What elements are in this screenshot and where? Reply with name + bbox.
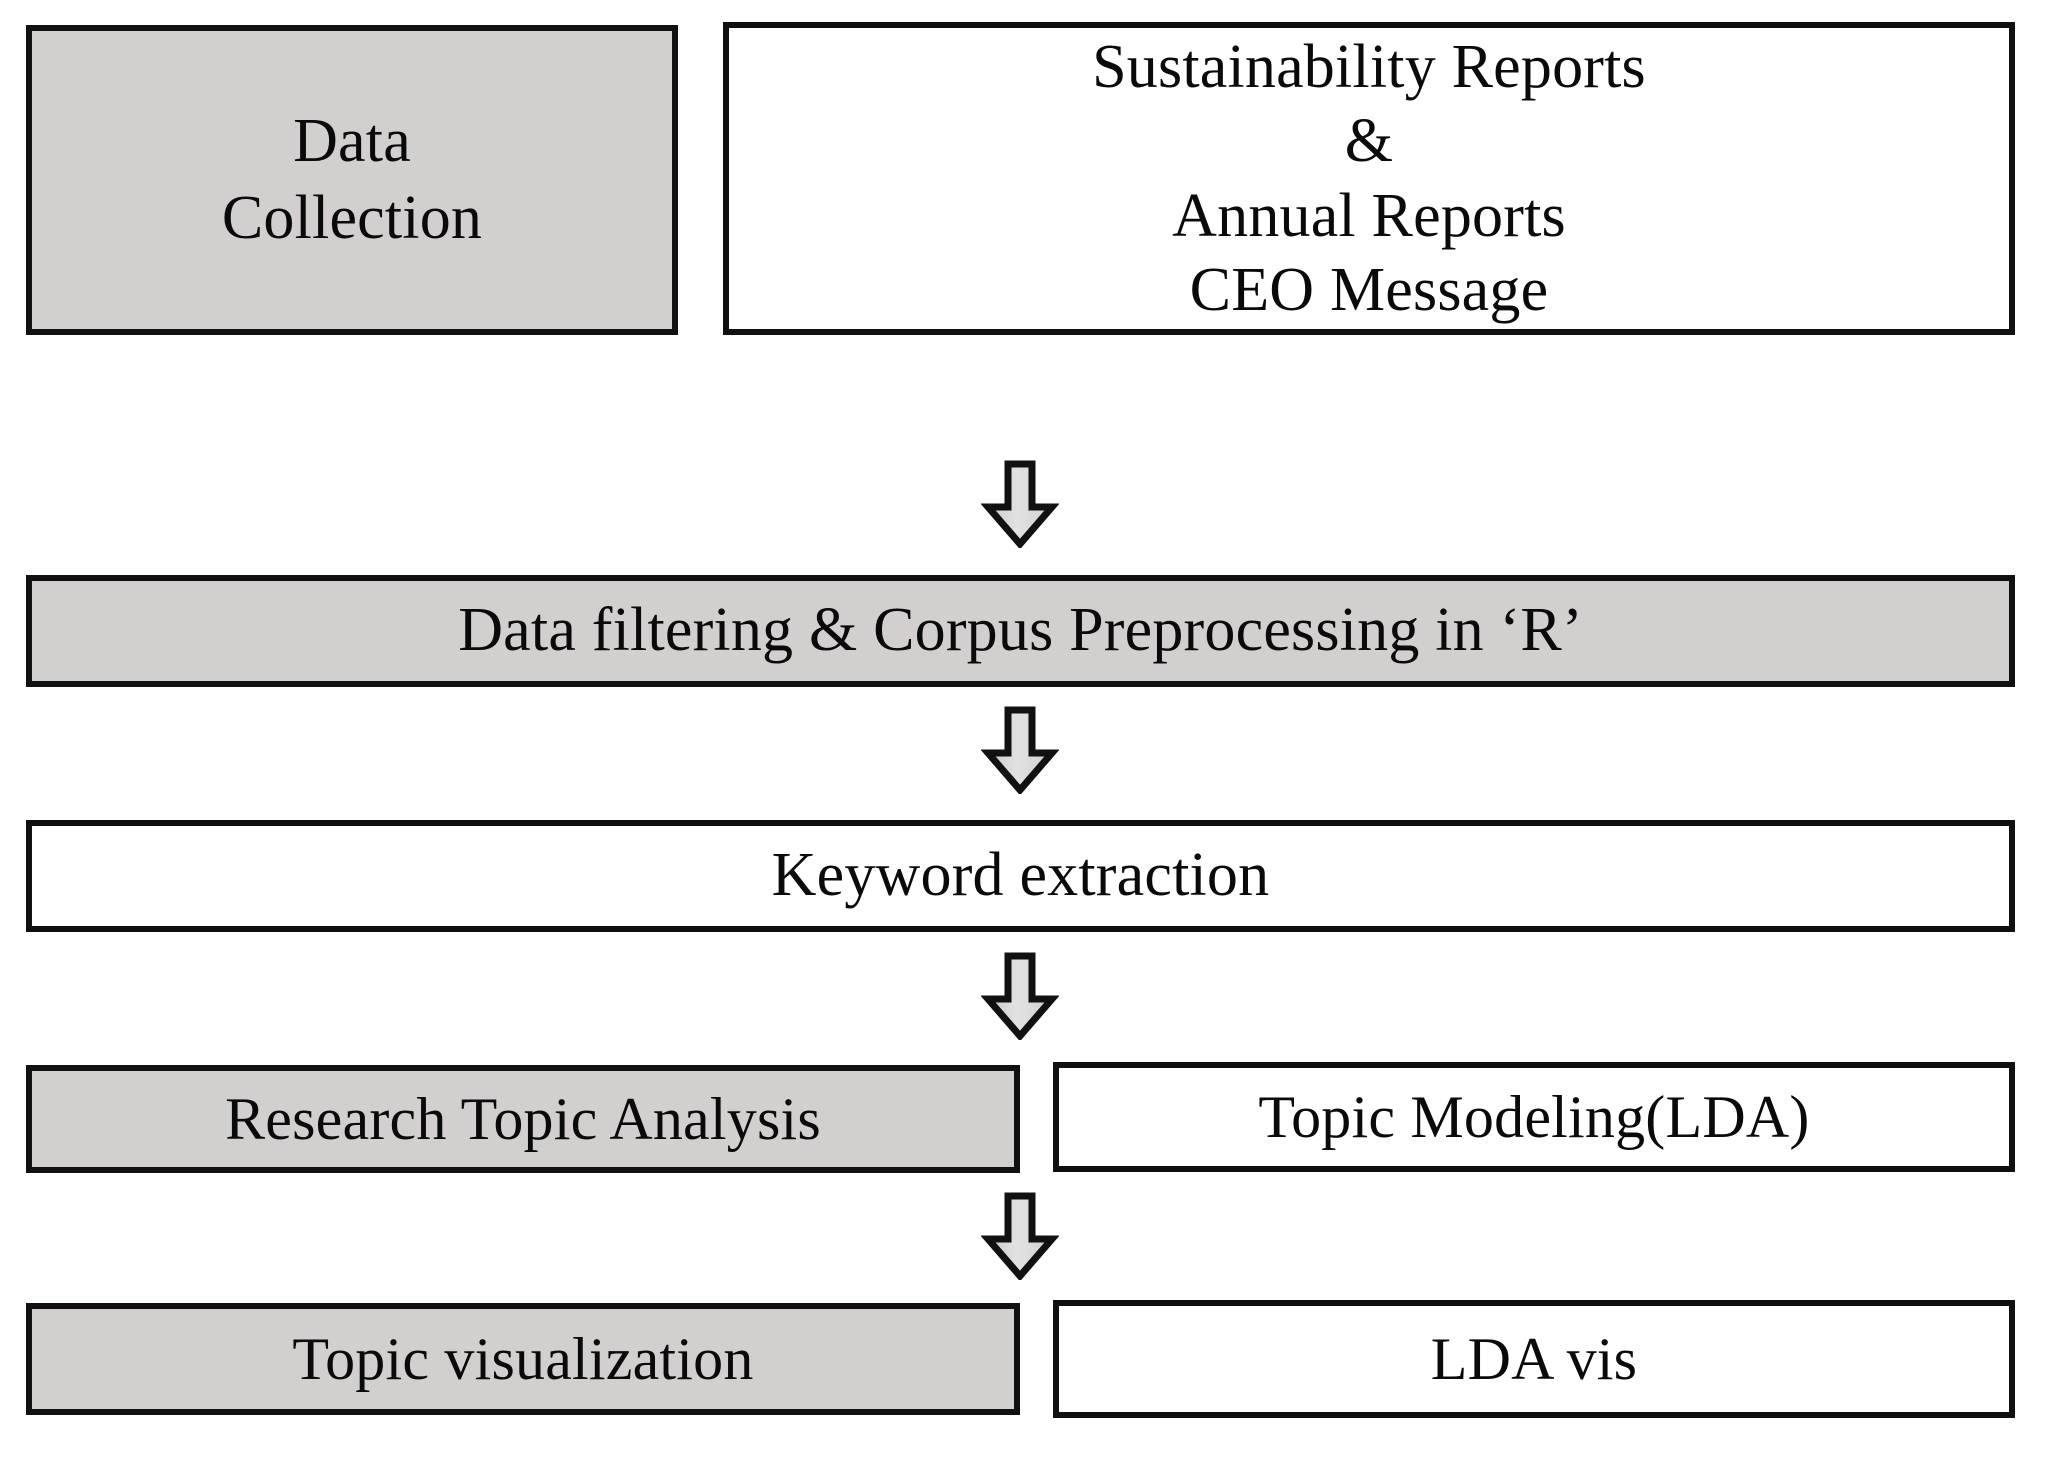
node-source-documents-label: Sustainability Reports & Annual Reports … [1092,32,1646,324]
node-data-filtering-preprocessing: Data filtering & Corpus Preprocessing in… [26,575,2015,687]
node-topic-modeling-lda-label: Topic Modeling(LDA) [1258,1083,1810,1150]
node-source-documents: Sustainability Reports & Annual Reports … [723,22,2015,335]
node-ldavis: LDA vis [1053,1300,2015,1418]
down-block-arrow-icon [981,952,1059,1040]
down-block-arrow-icon [981,706,1059,794]
node-topic-modeling-lda: Topic Modeling(LDA) [1053,1062,2015,1172]
node-research-topic-analysis-label: Research Topic Analysis [225,1085,821,1152]
down-block-arrow-icon [981,1192,1059,1280]
node-ldavis-label: LDA vis [1430,1325,1638,1392]
node-keyword-extraction: Keyword extraction [26,820,2015,932]
node-topic-visualization-label: Topic visualization [292,1325,754,1392]
node-data-collection: Data Collection [26,25,678,335]
node-topic-visualization: Topic visualization [26,1303,1020,1415]
node-data-collection-label: Data Collection [221,106,483,253]
node-data-filtering-preprocessing-label: Data filtering & Corpus Preprocessing in… [458,596,1583,665]
node-keyword-extraction-label: Keyword extraction [771,841,1270,910]
down-block-arrow-icon [981,460,1059,548]
node-research-topic-analysis: Research Topic Analysis [26,1065,1020,1173]
